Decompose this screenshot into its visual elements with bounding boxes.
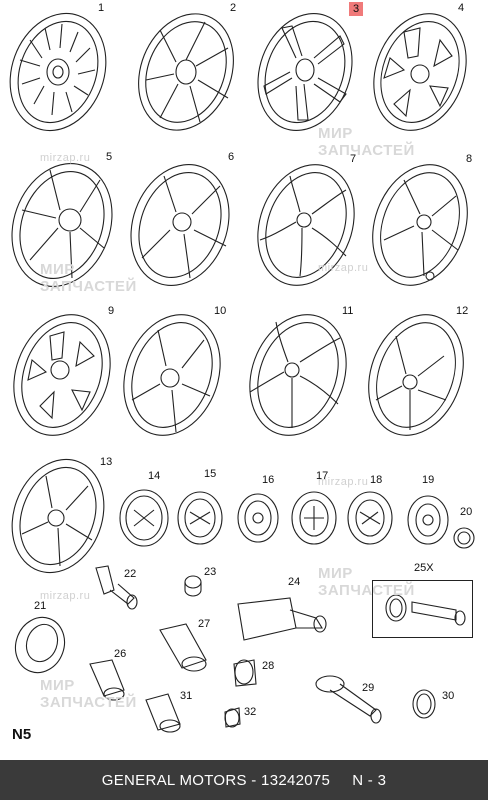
hub-cap-14	[119, 489, 169, 547]
watermark-brand-line2-4: ЗАПЧАСТЕЙ	[40, 694, 137, 711]
wheel-cover-11	[249, 314, 347, 436]
watermark-brand-line2: ЗАПЧАСТЕЙ	[318, 142, 415, 159]
valve-22	[95, 565, 138, 610]
wheel-cover-9	[13, 314, 111, 436]
callout-29: 29	[362, 682, 375, 694]
section-label: N5	[12, 726, 32, 743]
callout-11: 11	[342, 305, 354, 317]
callout-14: 14	[148, 470, 161, 482]
callout-5: 5	[106, 151, 113, 163]
wheel-cover-8	[372, 164, 468, 286]
washer-30	[412, 689, 436, 719]
wheel-cover-13	[11, 458, 105, 574]
key-27	[159, 623, 207, 672]
callout-27: 27	[198, 618, 211, 630]
valve-29	[315, 675, 382, 724]
watermark-site-3: mirzap.ru	[40, 590, 91, 602]
watermark-brand-line2-2: ЗАПЧАСТЕЙ	[40, 278, 137, 295]
watermark-site: mirzap.ru	[40, 152, 91, 164]
wheel-cover-4	[373, 13, 467, 131]
wheel-cover-12	[368, 314, 464, 436]
parts-line-art	[9, 12, 475, 733]
hub-cap-17	[291, 491, 337, 545]
tpms-sensor-24	[237, 597, 327, 641]
wheel-cover-6	[130, 164, 230, 286]
callout-31: 31	[180, 690, 193, 702]
callout-24: 24	[288, 576, 301, 588]
callout-1: 1	[98, 2, 105, 14]
callout-2: 2	[230, 2, 237, 14]
cap-28	[233, 659, 257, 687]
callout-26: 26	[114, 648, 127, 660]
hub-cap-18	[347, 491, 393, 545]
kit-25x-frame	[372, 580, 473, 638]
callout-22: 22	[124, 568, 137, 580]
wheel-cover-10	[123, 314, 221, 436]
lock-nut-26	[89, 659, 125, 701]
wheel-cover-7	[257, 164, 355, 286]
watermark-site-2: mirzap.ru	[318, 262, 369, 274]
watermark-brand-line1-2: МИР	[40, 261, 75, 278]
footer-bar: GENERAL MOTORS - 13242075 N - 3	[0, 760, 488, 800]
callout-23: 23	[204, 566, 217, 578]
lock-nut-31	[145, 693, 181, 733]
valve-kit-25x	[385, 594, 466, 626]
wheel-cover-5	[11, 163, 113, 287]
callout-7: 7	[350, 153, 357, 165]
cap-23	[184, 575, 202, 597]
watermark-brand-line1-4: МИР	[40, 677, 75, 694]
callout-3-highlighted: 3	[349, 2, 364, 16]
callout-15: 15	[204, 468, 217, 480]
hub-cap-16	[237, 493, 279, 543]
callout-18: 18	[370, 474, 383, 486]
watermark-brand-line2-3: ЗАПЧАСТЕЙ	[318, 582, 415, 599]
footer-page-ref: N - 3	[352, 771, 387, 789]
callout-19: 19	[422, 474, 435, 486]
wheel-cover-1	[9, 12, 107, 132]
hub-cap-19	[407, 495, 449, 545]
callout-8: 8	[466, 153, 473, 165]
callout-17: 17	[316, 470, 329, 482]
parts-diagram: mirzap.ru МИР ЗАПЧАСТЕЙ mirzap.ru МИР ЗА…	[9, 2, 475, 743]
callout-32: 32	[244, 706, 257, 718]
callout-16: 16	[262, 474, 275, 486]
hub-cap-15	[177, 491, 223, 545]
center-cap-21	[14, 616, 66, 674]
callout-9: 9	[108, 305, 115, 317]
wheel-cover-2	[138, 13, 234, 131]
callout-10: 10	[214, 305, 227, 317]
emblem-20	[453, 527, 475, 549]
callout-28: 28	[262, 660, 275, 672]
wheel-cover-3	[257, 13, 353, 131]
callout-6: 6	[228, 151, 235, 163]
callout-12: 12	[456, 305, 469, 317]
callout-13: 13	[100, 456, 113, 468]
watermark-site-4: mirzap.ru	[318, 476, 369, 488]
callout-30: 30	[442, 690, 455, 702]
callout-4: 4	[458, 2, 465, 14]
watermark-brand-line1-3: МИР	[318, 565, 353, 582]
callout-21: 21	[34, 600, 47, 612]
footer-part-number: GENERAL MOTORS - 13242075	[101, 771, 331, 789]
callout-20: 20	[460, 506, 473, 518]
cap-32	[224, 707, 241, 728]
watermark-brand-line1: МИР	[318, 125, 353, 142]
callout-25x: 25X	[414, 562, 434, 574]
